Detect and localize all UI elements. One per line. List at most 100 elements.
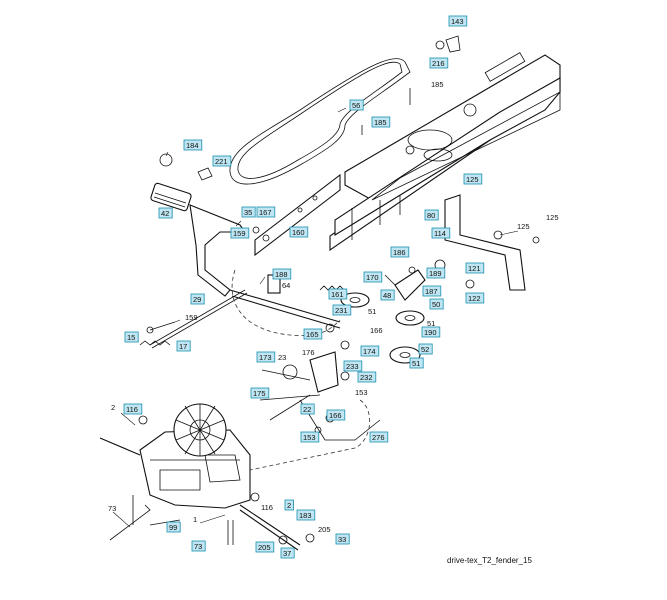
callout-153: 153	[355, 388, 368, 397]
callout-box	[296, 509, 316, 521]
callout-text: 221	[215, 157, 228, 166]
callout-159: 159	[230, 227, 250, 239]
callout-143: 143	[448, 15, 468, 27]
callout-text: 176	[302, 348, 315, 357]
callout-188: 188	[272, 268, 292, 280]
callout-80: 80	[424, 209, 439, 221]
callout-box	[426, 267, 446, 279]
callout-99: 99	[166, 521, 181, 533]
callout-153: 153	[300, 431, 320, 443]
callout-text: 1	[193, 515, 197, 524]
callout-box	[429, 57, 449, 69]
callout-text: 185	[431, 80, 444, 89]
callout-text: 51	[427, 319, 435, 328]
callout-box	[212, 155, 232, 167]
callout-205: 205	[255, 541, 275, 553]
callout-box	[300, 431, 320, 443]
callout-box	[429, 298, 444, 310]
callout-text: 37	[283, 549, 291, 558]
callout-35: 35	[241, 206, 256, 218]
callout-box	[250, 387, 270, 399]
callout-231: 231	[332, 304, 352, 316]
callout-121: 121	[465, 262, 485, 274]
callout-167: 167	[256, 206, 276, 218]
callout-text: 29	[193, 295, 201, 304]
callout-text: 23	[278, 353, 286, 362]
callout-text: 233	[346, 362, 359, 371]
callout-box	[369, 431, 389, 443]
callout-233: 233	[343, 360, 363, 372]
callout-box	[284, 499, 295, 511]
callout-box	[191, 540, 206, 552]
callout-text: 99	[169, 523, 177, 532]
callout-text: 159	[185, 313, 198, 322]
callout-161: 161	[328, 288, 348, 300]
callout-165: 165	[303, 328, 323, 340]
callout-text: 190	[424, 328, 437, 337]
callout-box	[380, 289, 395, 301]
callout-text: 183	[299, 511, 312, 520]
callout-170: 170	[363, 271, 383, 283]
callout-text: 50	[432, 300, 440, 309]
callout-text: 125	[517, 222, 530, 231]
callout-221: 221	[212, 155, 232, 167]
callout-64: 64	[282, 281, 290, 290]
callout-37: 37	[280, 547, 295, 559]
callout-text: 159	[233, 229, 246, 238]
callout-text: 64	[282, 281, 290, 290]
callout-box	[418, 343, 433, 355]
callout-160: 160	[289, 226, 309, 238]
callout-17: 17	[176, 340, 191, 352]
callout-22: 22	[300, 403, 315, 415]
callout-text: 175	[253, 389, 266, 398]
callout-116: 116	[261, 503, 273, 512]
callout-text: 166	[370, 326, 383, 335]
callout-276: 276	[369, 431, 389, 443]
callout-text: 73	[194, 542, 202, 551]
callout-box	[409, 357, 424, 369]
callout-box	[303, 328, 323, 340]
callout-text: 167	[259, 208, 272, 217]
callout-186: 186	[390, 246, 410, 258]
callout-text: 52	[421, 345, 429, 354]
callout-box	[289, 226, 309, 238]
callout-text: 232	[360, 373, 373, 382]
callout-187: 187	[422, 285, 442, 297]
callout-text: 122	[468, 294, 481, 303]
callout-189: 189	[426, 267, 446, 279]
callout-185: 185	[371, 116, 391, 128]
callout-text: 33	[338, 535, 346, 544]
callout-text: 188	[275, 270, 288, 279]
callout-box	[280, 547, 295, 559]
callout-text: 51	[368, 307, 376, 316]
callout-text: 184	[186, 141, 199, 150]
callout-box	[255, 541, 275, 553]
callout-text: 116	[126, 405, 138, 414]
callout-125: 125	[546, 213, 559, 222]
callout-text: 186	[393, 248, 406, 257]
callout-text: 166	[329, 411, 342, 420]
transaxle	[99, 403, 301, 551]
callout-box	[421, 326, 441, 338]
callout-166: 166	[326, 409, 346, 421]
callout-text: 153	[355, 388, 368, 397]
callout-box	[465, 292, 485, 304]
callout-box	[176, 340, 191, 352]
callout-box	[357, 371, 377, 383]
callout-159: 159	[185, 313, 198, 322]
callout-text: 170	[366, 273, 379, 282]
callout-23: 23	[278, 353, 286, 362]
callout-box	[363, 271, 383, 283]
callout-text: 22	[303, 405, 311, 414]
callout-text: 35	[244, 208, 252, 217]
callout-text: 276	[372, 433, 385, 442]
callout-text: 205	[318, 525, 331, 534]
callout-text: 185	[374, 118, 387, 127]
callout-box	[300, 403, 315, 415]
callout-51: 51	[409, 357, 424, 369]
callout-text: 165	[306, 330, 319, 339]
callout-box	[448, 15, 468, 27]
diagram-caption: drive-tex_T2_fender_15	[447, 556, 532, 565]
callout-29: 29	[190, 293, 205, 305]
